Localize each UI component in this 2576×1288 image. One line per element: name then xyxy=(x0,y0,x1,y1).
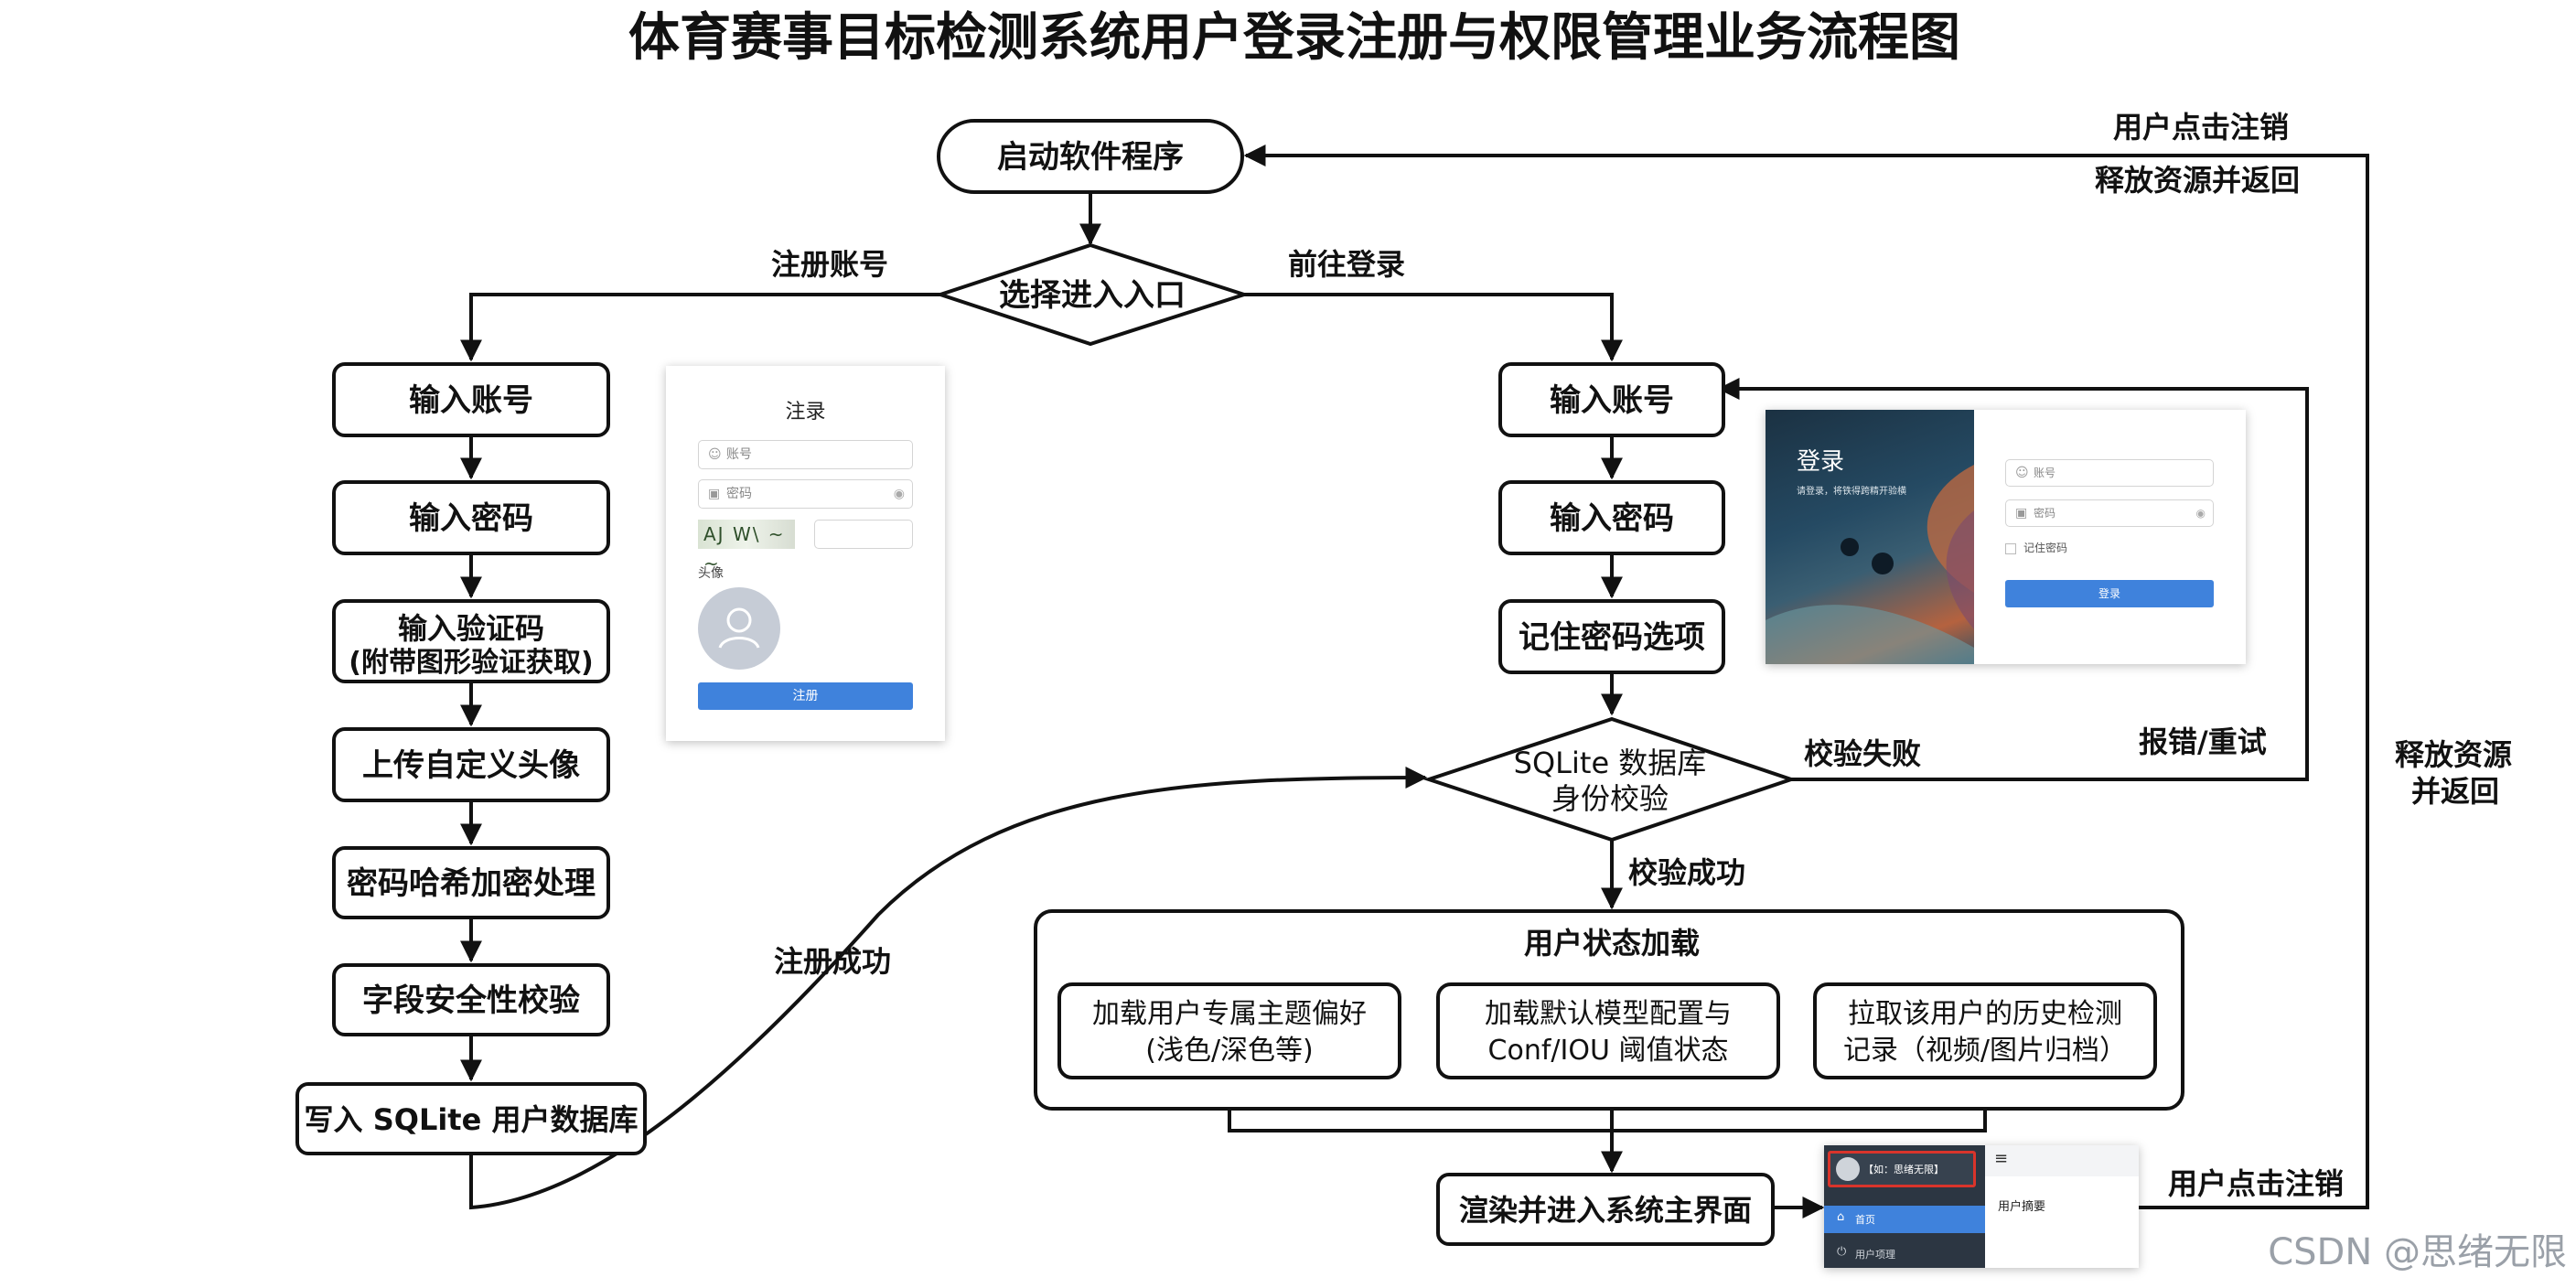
reg-password-label: 输入密码 xyxy=(409,500,533,537)
user-badge-text: 【如：思绪无限】 xyxy=(1863,1164,1944,1175)
avatar-label: 头像 xyxy=(698,566,724,581)
render-main-box xyxy=(1436,1173,1775,1246)
verify-decision xyxy=(1422,716,1798,843)
edge-to-register: 注册账号 xyxy=(771,247,888,282)
panel-title: 用户摘要 xyxy=(1998,1200,2046,1214)
banner-art xyxy=(1766,465,1974,664)
login-submit-button[interactable]: 登录 xyxy=(2005,580,2214,607)
entry-decision xyxy=(934,242,1250,347)
edge-release-1: 释放资源 xyxy=(2395,737,2512,772)
login-banner-title: 登录 xyxy=(1797,448,1845,476)
start-label: 启动软件程序 xyxy=(997,139,1184,176)
power-icon: ⏻ xyxy=(1837,1245,1847,1259)
reg-captcha-box xyxy=(332,599,610,683)
reg-account-box xyxy=(332,362,610,437)
home-icon: ⌂ xyxy=(1837,1210,1845,1224)
reg-captcha-label-1: 输入验证码 xyxy=(398,611,544,646)
login-form-mockup: 登录 请登录，将铁得跨精开验横 ☺ 账号 ▣ 密码 ◉ 记住密码 登录 xyxy=(1766,410,2246,664)
remember-label: 记住密码 xyxy=(2023,542,2068,554)
login-account-input[interactable]: ☺ 账号 xyxy=(2005,459,2214,487)
state-title: 用户状态加载 xyxy=(1524,926,1700,961)
captcha-input[interactable] xyxy=(814,520,913,549)
login-remember-box xyxy=(1498,599,1725,674)
login-password-input[interactable]: ▣ 密码 ◉ xyxy=(2005,499,2214,527)
start-node xyxy=(937,119,1244,194)
user-icon: ☺ xyxy=(708,447,722,462)
state-history-box xyxy=(1813,982,2157,1079)
verify-label-2: 身份校验 xyxy=(1551,781,1669,816)
login-remember-label: 记住密码选项 xyxy=(1519,619,1705,656)
reg-avatar-label: 上传自定义头像 xyxy=(362,747,580,784)
login-banner-subtitle: 请登录，将铁得跨精开验横 xyxy=(1797,487,1906,497)
register-password-placeholder: 密码 xyxy=(726,487,752,501)
reg-field-check-box xyxy=(332,963,610,1036)
reg-avatar-box xyxy=(332,727,610,802)
login-password-box xyxy=(1498,480,1725,555)
reg-account-label: 输入账号 xyxy=(409,382,533,419)
person-icon xyxy=(718,607,760,649)
state-history-label-1: 拉取该用户的历史检测 xyxy=(1848,998,2122,1030)
reg-hash-box xyxy=(332,846,610,919)
register-form-mockup: 注录 ☺ 账号 ▣ 密码 ◉ AJ W\ ~ ~ 头像 注册 xyxy=(666,366,945,741)
state-theme-label-2: (浅色/深色等) xyxy=(1145,1035,1314,1067)
reg-captcha-label-2: (附带图形验证获取) xyxy=(349,647,593,679)
state-history-label-2: 记录（视频/图片归档） xyxy=(1843,1035,2127,1067)
verify-label-1: SQLite 数据库 xyxy=(1514,746,1707,780)
captcha-image[interactable]: AJ W\ ~ ~ xyxy=(698,520,795,574)
edge-register-success: 注册成功 xyxy=(774,944,891,979)
eye-icon[interactable]: ◉ xyxy=(893,487,905,501)
reg-hash-label: 密码哈希加密处理 xyxy=(347,865,596,902)
login-password-label: 输入密码 xyxy=(1550,500,1674,537)
diagram-title: 体育赛事目标检测系统用户登录注册与权限管理业务流程图 xyxy=(628,8,1960,68)
login-banner: 登录 请登录，将铁得跨精开验横 xyxy=(1766,410,1974,664)
state-model-label-1: 加载默认模型配置与 xyxy=(1485,998,1732,1030)
menu-icon[interactable]: ≡ xyxy=(1994,1149,2009,1168)
lock-icon: ▣ xyxy=(2015,506,2028,521)
state-model-label-2: Conf/IOU 阈值状态 xyxy=(1488,1035,1729,1067)
edge-logout-top-1: 用户点击注销 xyxy=(2113,110,2289,145)
lock-icon: ▣ xyxy=(708,487,721,501)
login-account-box xyxy=(1498,362,1725,437)
state-theme-label-1: 加载用户专属主题偏好 xyxy=(1092,998,1367,1030)
register-submit-button[interactable]: 注册 xyxy=(698,682,913,710)
reg-write-db-box xyxy=(295,1082,647,1155)
register-form-title: 注录 xyxy=(785,401,826,424)
main-ui-mockup: ≡ 【如：思绪无限】 ⌂ 首页 ⏻ 用户项理 用户摘要 xyxy=(1824,1145,2139,1268)
reg-field-check-label: 字段安全性校验 xyxy=(362,982,580,1019)
eye-icon[interactable]: ◉ xyxy=(2195,507,2206,520)
user-icon: ☺ xyxy=(2015,466,2029,480)
nav-user-label: 用户项理 xyxy=(1855,1249,1895,1261)
state-model-box xyxy=(1436,982,1780,1079)
login-password-placeholder: 密码 xyxy=(2034,507,2056,520)
reg-password-box xyxy=(332,480,610,555)
edge-logout-bottom: 用户点击注销 xyxy=(2168,1166,2344,1201)
login-account-placeholder: 账号 xyxy=(2034,467,2056,479)
watermark: CSDN @思绪无限 xyxy=(2268,1231,2567,1273)
remember-checkbox[interactable] xyxy=(2005,543,2016,554)
user-badge[interactable]: 【如：思绪无限】 xyxy=(1828,1151,1976,1187)
edge-verify-success: 校验成功 xyxy=(1628,855,1745,890)
nav-home[interactable]: ⌂ 首页 xyxy=(1824,1206,1985,1233)
avatar-placeholder[interactable] xyxy=(698,587,780,670)
register-password-input[interactable]: ▣ 密码 ◉ xyxy=(698,479,913,509)
register-account-input[interactable]: ☺ 账号 xyxy=(698,440,913,469)
edge-logout-top-2: 释放资源并返回 xyxy=(2095,163,2300,198)
edge-release-2: 并返回 xyxy=(2411,774,2499,809)
login-account-label: 输入账号 xyxy=(1550,382,1674,419)
render-main-label: 渲染并进入系统主界面 xyxy=(1459,1193,1752,1228)
choose-label: 选择进入入口 xyxy=(999,277,1186,314)
register-account-placeholder: 账号 xyxy=(726,447,752,462)
reg-write-db-label: 写入 SQLite 用户数据库 xyxy=(305,1102,639,1137)
edge-to-login: 前往登录 xyxy=(1288,247,1405,282)
nav-home-label: 首页 xyxy=(1855,1214,1875,1226)
user-avatar xyxy=(1836,1157,1860,1181)
main-header: ≡ xyxy=(1985,1145,2139,1176)
edge-verify-fail: 校验失败 xyxy=(1804,736,1921,771)
state-theme-box xyxy=(1057,982,1401,1079)
nav-user[interactable]: ⏻ 用户项理 xyxy=(1824,1240,1985,1268)
edge-error-retry: 报错/重试 xyxy=(2139,724,2267,759)
